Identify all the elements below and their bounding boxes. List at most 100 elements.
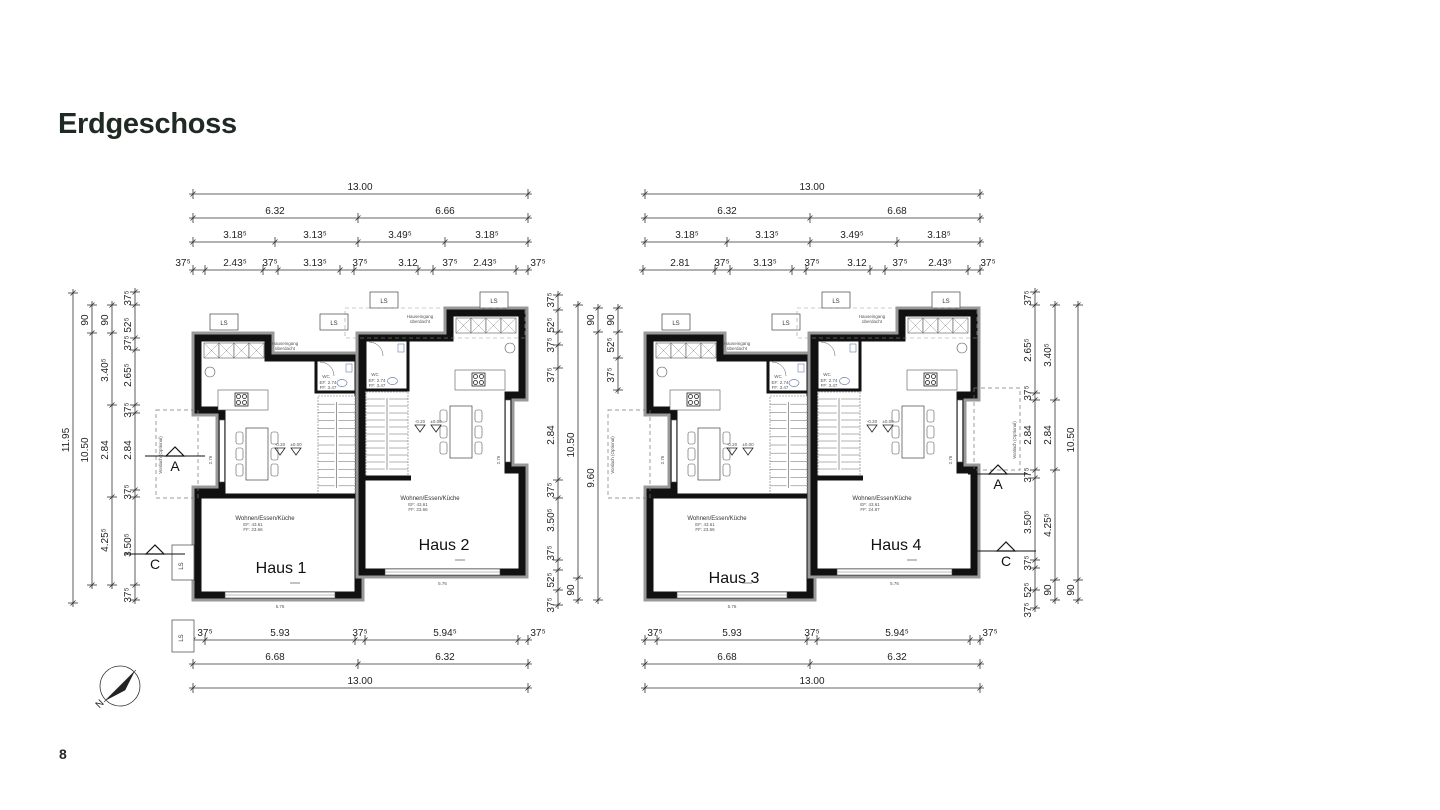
compass-icon: [99, 665, 141, 707]
door-dimension: 5.76: [890, 581, 899, 586]
wc-room: [363, 338, 410, 392]
entrance-sub-label: überdacht: [862, 319, 883, 324]
burner-icon: [236, 394, 241, 399]
compass-axis: [103, 669, 137, 703]
chair: [687, 431, 696, 445]
dimension-label: 3.18⁵: [675, 230, 699, 241]
wc-area-ff: FF: 3.47: [772, 385, 789, 390]
burner-icon: [479, 380, 484, 385]
cabinet-cross: [500, 317, 517, 334]
dimension-label: 90: [606, 314, 617, 326]
level-marker-icon: [726, 447, 738, 456]
dimension-label: 3.13⁵: [303, 230, 327, 241]
cabinet-cross: [470, 317, 487, 334]
level-label: -0.20: [415, 419, 426, 424]
dimension-tick: [642, 191, 648, 197]
dimension-tick: [442, 239, 448, 245]
canopy-label: Vordach (Optional): [610, 436, 615, 474]
dimension-label: 6.32: [265, 206, 285, 217]
chair: [687, 447, 696, 461]
dimension-tick: [89, 330, 95, 336]
dimension-tick: [712, 267, 718, 273]
dimension-tick: [642, 215, 648, 221]
dimension-tick: [132, 402, 138, 408]
dimension-tick: [132, 487, 138, 493]
dimension-label: 52⁵: [1023, 582, 1034, 597]
dimension-tick: [555, 567, 561, 573]
dimension-label: 37⁵: [980, 258, 995, 269]
door-swing: [368, 341, 384, 357]
cabinet-cross: [937, 317, 954, 334]
entrance-label: Hauseingang: [407, 314, 434, 319]
door-swing: [771, 361, 787, 377]
dimension-label: 37⁵: [714, 258, 729, 269]
chair: [722, 431, 731, 445]
dimension-label: 37⁵: [546, 367, 557, 382]
cabinet-cross: [203, 342, 220, 359]
chair: [926, 441, 935, 455]
dimension-label: 37⁵: [123, 484, 134, 499]
dimension-tick: [1032, 467, 1038, 473]
dimension-tick: [977, 191, 983, 197]
dimension-tick: [595, 329, 601, 335]
dimension-tick: [1032, 557, 1038, 563]
dimension-label: 3.40⁵: [100, 358, 111, 382]
room-area-ef: EF: 43.61: [860, 502, 880, 507]
chair: [926, 425, 935, 439]
dimension-tick: [595, 597, 601, 603]
level-marker-icon: [274, 447, 286, 456]
dimension-label: 37⁵: [546, 482, 557, 497]
chair: [722, 447, 731, 461]
dimension-label: 37⁵: [530, 258, 545, 269]
dimension-tick: [190, 215, 196, 221]
entrance-sub-label: überdacht: [275, 346, 296, 351]
burner-icon: [931, 374, 936, 379]
dimension-tick: [642, 661, 648, 667]
toilet-icon: [336, 379, 348, 387]
room-area-ff: FF: 23.66: [408, 507, 428, 512]
dimension-tick: [642, 239, 648, 245]
dimension-tick: [615, 387, 621, 393]
dimension-label: 37⁵: [123, 587, 134, 602]
dimension-label: 37⁵: [197, 628, 212, 639]
dimension-label: 3.13⁵: [755, 230, 779, 241]
wc-area-ef: EF: 2.74: [319, 380, 337, 385]
sink-icon: [504, 342, 516, 354]
dimension-tick: [525, 239, 531, 245]
dimension-tick: [525, 685, 531, 691]
dimension-label: 3.49⁵: [840, 230, 864, 241]
dimension-label: 37⁵: [804, 258, 819, 269]
light-shaft-label: LS: [942, 299, 949, 305]
chair: [235, 431, 244, 445]
section-label: C: [1001, 553, 1011, 569]
entrance-label: Hauseingang: [272, 341, 299, 346]
cabinet-cross: [233, 342, 250, 359]
entrance-sub-label: überdacht: [727, 346, 748, 351]
dimension-tick: [190, 685, 196, 691]
dimension-tick: [615, 329, 621, 335]
dimension-tick: [132, 494, 138, 500]
dimension-label: 2.84: [1043, 425, 1054, 445]
cabinet-cross: [670, 342, 687, 359]
canopy-label: Vordach (Optional): [1012, 421, 1017, 459]
wc-room: [815, 338, 862, 392]
chair: [439, 409, 448, 423]
dimension-tick: [1032, 390, 1038, 396]
door-swing: [820, 341, 836, 357]
dimension-tick: [1032, 397, 1038, 403]
dimension-label: 13.00: [799, 182, 824, 193]
dimension-tick: [642, 637, 648, 643]
dimension-tick: [965, 267, 971, 273]
dimension-tick: [190, 661, 196, 667]
chair: [235, 463, 244, 477]
dimension-tick: [977, 267, 983, 273]
dimension-label: 37⁵: [1023, 555, 1034, 570]
level-marker-icon: [414, 424, 426, 433]
chair: [891, 409, 900, 423]
room-area-ff: FF: 23.66: [243, 527, 263, 532]
dimension-label: 3.49⁵: [388, 230, 412, 241]
dimension-label: 2.65⁵: [1023, 338, 1034, 362]
dimension-label: 3.12: [847, 258, 867, 269]
door-dimension: 5.76: [276, 604, 285, 609]
